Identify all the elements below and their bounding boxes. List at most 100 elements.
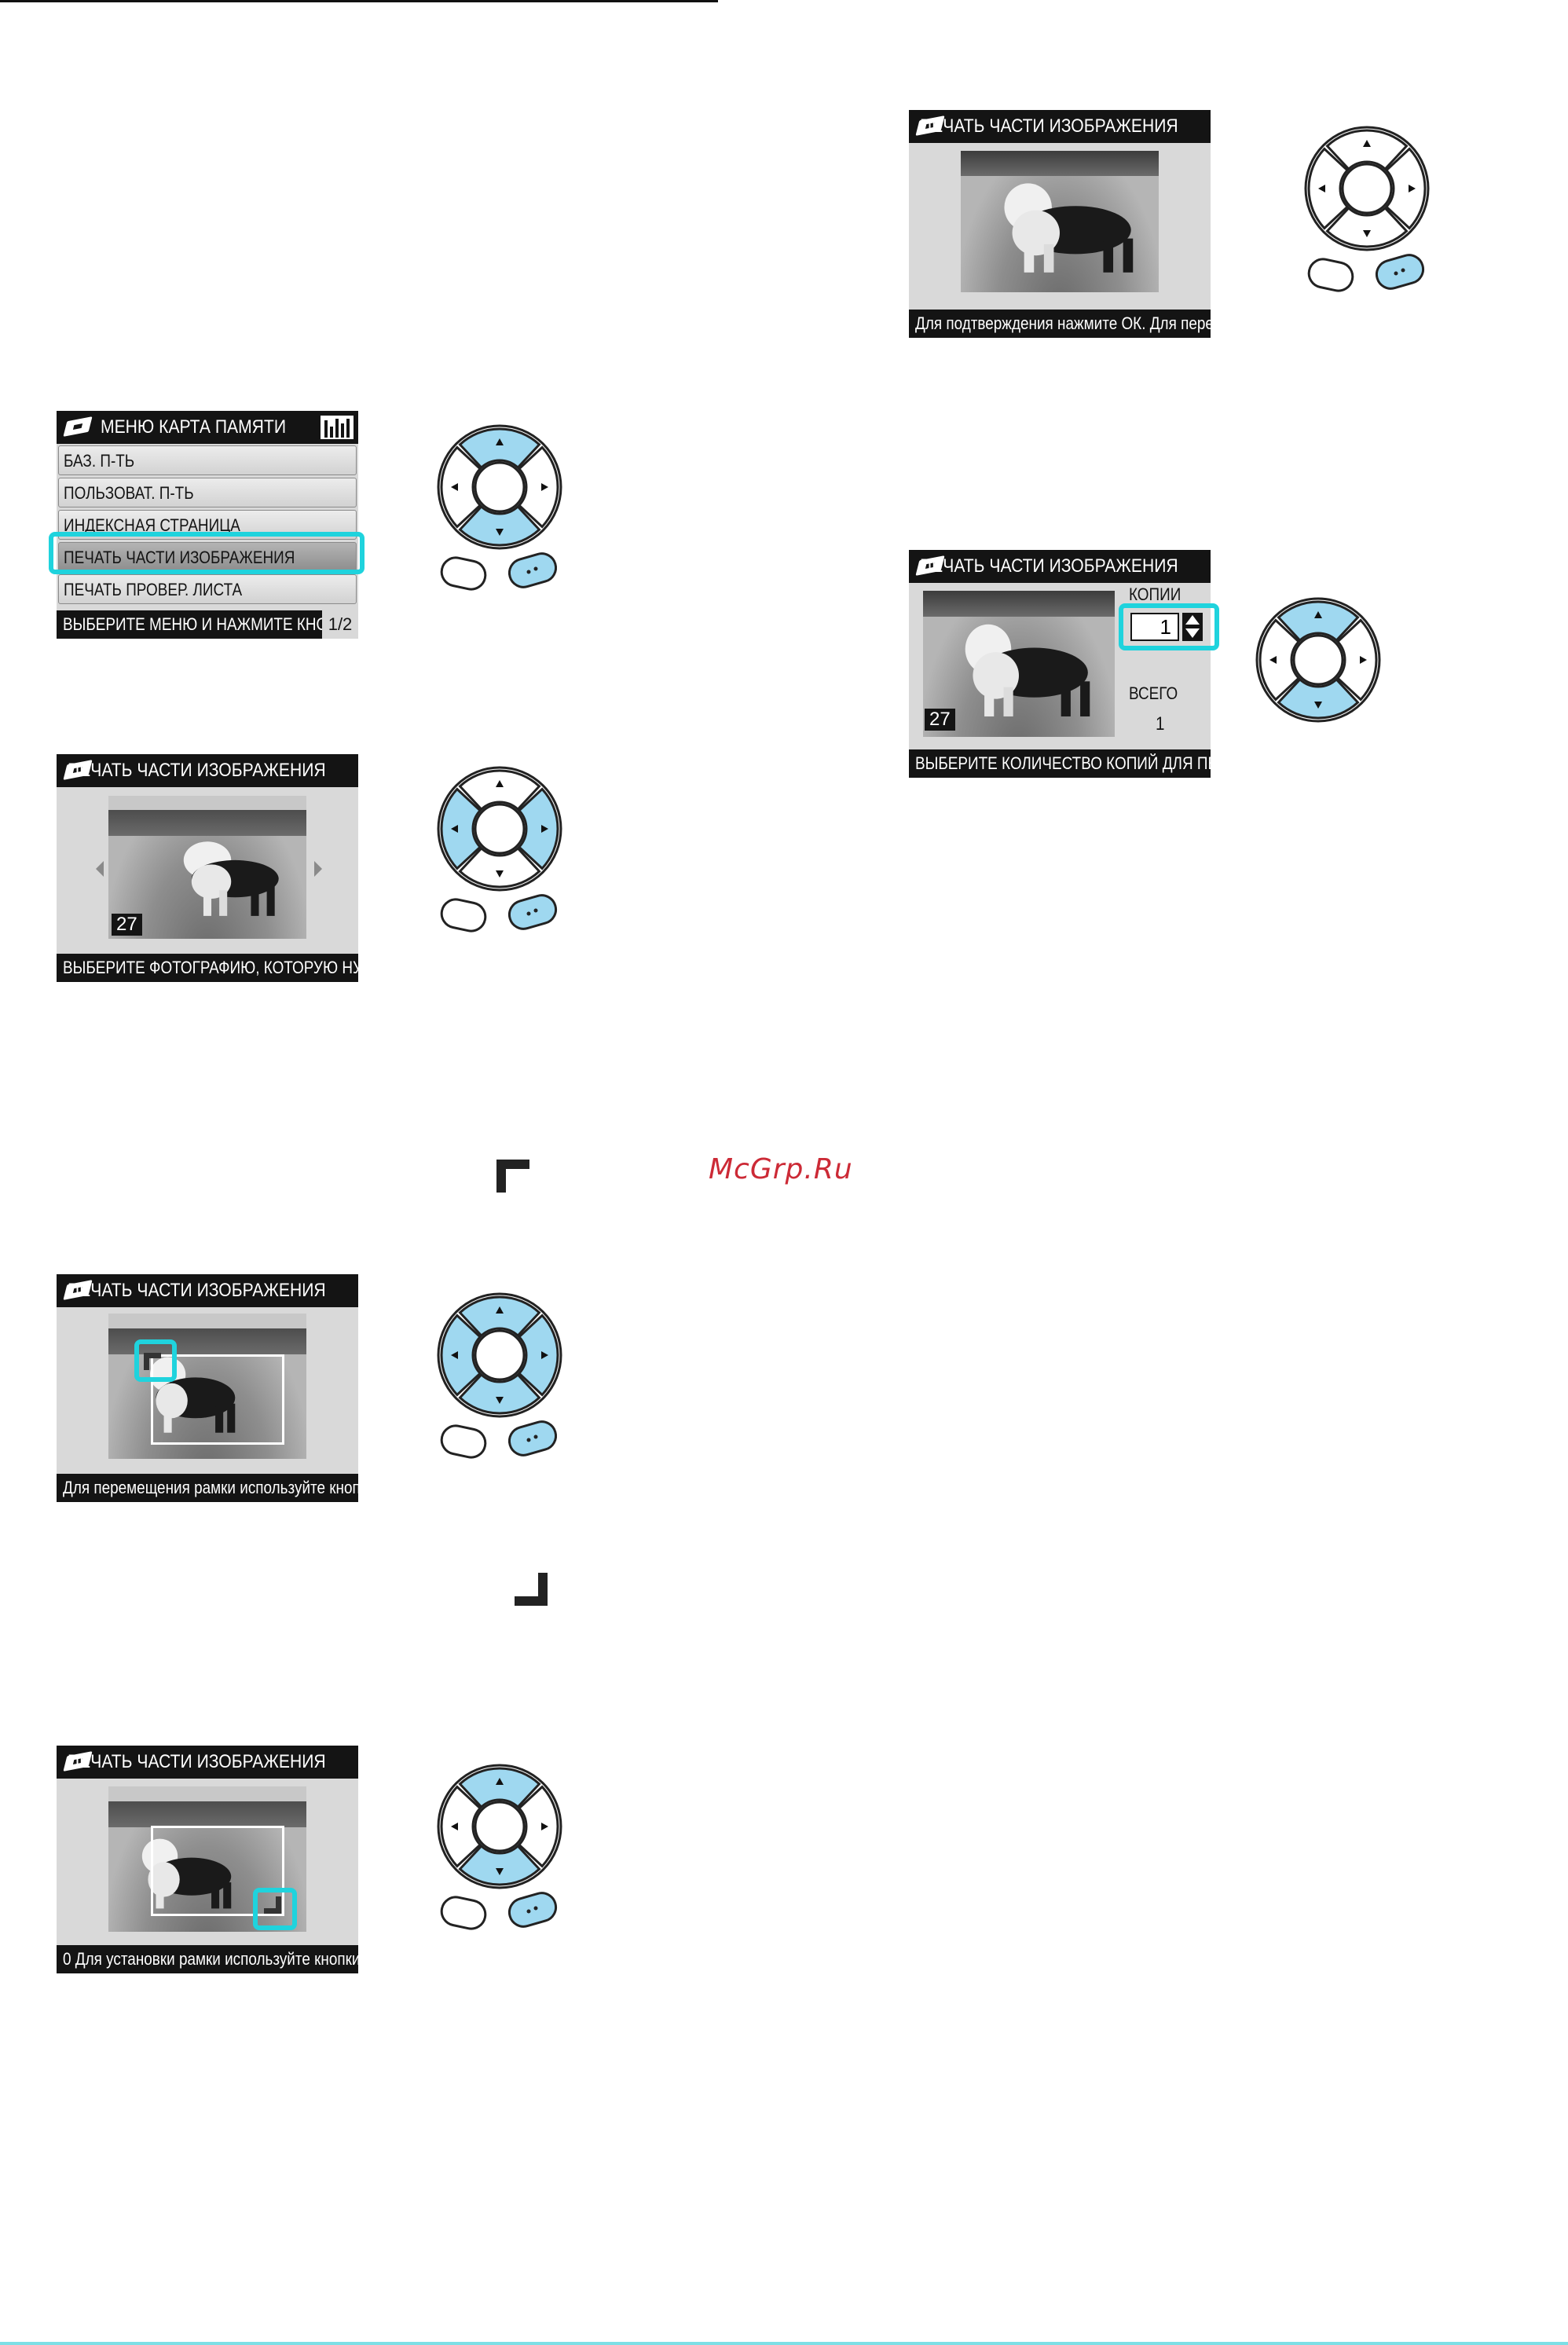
dpad-left xyxy=(1307,147,1350,230)
lcd-status-bar: Для подтверждения нажмите ОК. Для переус… xyxy=(909,310,1211,338)
dpad-right xyxy=(517,787,559,870)
crop-frame[interactable] xyxy=(151,1354,284,1445)
lcd-title: ПЕЧАТЬ ЧАСТИ ИЗОБРАЖЕНИЯ xyxy=(920,115,1178,137)
lcd-title-bar: ПЕЧАТЬ ЧАСТИ ИЗОБРАЖЕНИЯ xyxy=(57,1746,358,1779)
lcd-title: ПЕЧАТЬ ЧАСТИ ИЗОБРАЖЕНИЯ xyxy=(68,1280,326,1301)
dpad-graphic xyxy=(437,766,562,933)
dpad-left xyxy=(440,787,482,870)
dpad-up xyxy=(458,1767,541,1809)
back-button-icon xyxy=(440,1896,487,1930)
dpad-icon[interactable] xyxy=(437,1292,562,1473)
total-value: 1 xyxy=(1156,713,1165,735)
photo-preview xyxy=(108,1786,306,1932)
ok-button-icon xyxy=(1375,254,1425,290)
lcd-confirm: ПЕЧАТЬ ЧАСТИ ИЗОБРАЖЕНИЯ Для подтвержден… xyxy=(909,110,1211,338)
status-text: Для подтверждения нажмите ОК. Для переус… xyxy=(915,313,1211,333)
copies-value[interactable]: 1 xyxy=(1130,613,1179,641)
corner-highlight xyxy=(134,1339,177,1382)
back-button-icon xyxy=(440,556,487,591)
dpad-right xyxy=(517,1785,559,1868)
ok-button-icon xyxy=(507,1892,558,1928)
corner-bottom-right-icon xyxy=(515,1573,548,1606)
copies-stepper[interactable] xyxy=(1182,613,1203,641)
dpad-up xyxy=(458,427,541,470)
lcd-status-bar: ВЫБЕРИТЕ ФОТОГРАФИЮ, КОТОРУЮ НУЖНО С xyxy=(57,954,358,982)
back-button-icon xyxy=(1307,258,1354,292)
dpad-left xyxy=(440,1785,482,1868)
menu-item-custom[interactable]: ПОЛЬЗОВАТ. П-ТЬ xyxy=(58,478,357,507)
dpad-up xyxy=(458,1295,541,1338)
dpad-left xyxy=(440,1314,482,1397)
crop-frame[interactable] xyxy=(151,1826,284,1916)
memory-card-icon xyxy=(63,416,96,438)
dpad-down xyxy=(1325,206,1409,248)
dpad-icon[interactable] xyxy=(1304,126,1430,306)
dpad-down xyxy=(1277,677,1360,720)
crop-corner-top-left[interactable] xyxy=(144,1353,161,1370)
corner-top-left-icon xyxy=(496,1160,529,1193)
dpad-icon[interactable] xyxy=(437,766,562,947)
arrow-right-icon[interactable] xyxy=(314,861,322,877)
lcd-title: МЕНЮ КАРТА ПАМЯТИ xyxy=(101,416,287,438)
ok-button-icon xyxy=(507,894,558,930)
frame-number: 27 xyxy=(925,709,955,731)
dpad-graphic xyxy=(437,1292,562,1459)
dpad-graphic xyxy=(1255,597,1381,723)
ink-level-icon xyxy=(321,416,354,439)
lcd-title: ПЕЧАТЬ ЧАСТИ ИЗОБРАЖЕНИЯ xyxy=(68,760,326,781)
dpad-down xyxy=(458,504,541,547)
dpad-icon[interactable] xyxy=(437,1764,562,1944)
lcd-copies: ПЕЧАТЬ ЧАСТИ ИЗОБРАЖЕНИЯ 27 КОПИИ 1 ВСЕГ… xyxy=(909,550,1211,778)
arrow-left-icon[interactable] xyxy=(96,861,104,877)
dpad-right xyxy=(1335,618,1378,702)
back-button-icon xyxy=(440,1424,487,1459)
dpad-down xyxy=(458,1372,541,1415)
top-rule xyxy=(0,0,718,2)
dpad-left xyxy=(440,445,482,529)
status-text: ВЫБЕРИТЕ КОЛИЧЕСТВО КОПИЙ ДЛЯ ПЕЧАТИ, xyxy=(915,753,1211,773)
photo-preview xyxy=(961,151,1159,292)
menu-item-proof-sheet[interactable]: ПЕЧАТЬ ПРОВЕР. ЛИСТА xyxy=(58,574,357,604)
crop-corner-bottom-right[interactable] xyxy=(264,1896,281,1914)
photo-preview xyxy=(108,1314,306,1459)
lcd-move-frame: ПЕЧАТЬ ЧАСТИ ИЗОБРАЖЕНИЯ Для перемещения… xyxy=(57,1274,358,1502)
lcd-status-bar: ВЫБЕРИТЕ МЕНЮ И НАЖМИТЕ КНОПКУ С 1/2 xyxy=(57,610,358,639)
dpad-graphic xyxy=(437,424,562,591)
lcd-title-bar: ПЕЧАТЬ ЧАСТИ ИЗОБРАЖЕНИЯ xyxy=(909,550,1211,583)
lcd-memory-menu: МЕНЮ КАРТА ПАМЯТИ БАЗ. П-ТЬ ПОЛЬЗОВАТ. П… xyxy=(57,411,358,639)
lcd-title-bar: ПЕЧАТЬ ЧАСТИ ИЗОБРАЖЕНИЯ xyxy=(909,110,1211,143)
dpad-up xyxy=(1325,129,1409,171)
dpad-graphic xyxy=(437,1764,562,1930)
dpad-down xyxy=(458,1844,541,1886)
dpad-right xyxy=(517,445,559,529)
frame-number: 27 xyxy=(112,914,142,936)
dpad-left xyxy=(1258,618,1301,702)
copies-label: КОПИИ xyxy=(1129,584,1181,604)
bottom-rule xyxy=(0,2342,1568,2345)
dpad-up xyxy=(458,769,541,812)
status-text: Для перемещения рамки используйте кнопки… xyxy=(63,1478,358,1497)
copies-highlight xyxy=(1119,603,1219,650)
status-text: 0 Для установки рамки используйте кнопки… xyxy=(63,1949,358,1969)
dpad-right xyxy=(517,1314,559,1397)
lcd-status-bar: 0 Для установки рамки используйте кнопки… xyxy=(57,1945,358,1973)
selection-highlight xyxy=(49,532,365,574)
lcd-status-bar: Для перемещения рамки используйте кнопки… xyxy=(57,1474,358,1502)
page-indicator: 1/2 xyxy=(322,610,358,639)
lcd-title-bar: МЕНЮ КАРТА ПАМЯТИ xyxy=(57,411,358,444)
dpad-graphic xyxy=(1304,126,1430,292)
dpad-icon[interactable] xyxy=(437,424,562,605)
ok-button-icon xyxy=(507,1420,558,1456)
status-text: ВЫБЕРИТЕ МЕНЮ И НАЖМИТЕ КНОПКУ С xyxy=(63,614,358,634)
status-text: ВЫБЕРИТЕ ФОТОГРАФИЮ, КОТОРУЮ НУЖНО С xyxy=(63,958,358,977)
lcd-status-bar: ВЫБЕРИТЕ КОЛИЧЕСТВО КОПИЙ ДЛЯ ПЕЧАТИ, xyxy=(909,749,1211,778)
photo-thumbnail[interactable] xyxy=(108,796,306,939)
ok-button-icon xyxy=(507,552,558,588)
lcd-title-bar: ПЕЧАТЬ ЧАСТИ ИЗОБРАЖЕНИЯ xyxy=(57,754,358,787)
total-label: ВСЕГО xyxy=(1129,683,1178,703)
menu-item-basic[interactable]: БАЗ. П-ТЬ xyxy=(58,445,357,475)
dpad-down xyxy=(458,846,541,889)
dpad-icon[interactable] xyxy=(1255,597,1381,778)
dpad-up xyxy=(1277,600,1360,643)
corner-highlight xyxy=(253,1888,297,1930)
